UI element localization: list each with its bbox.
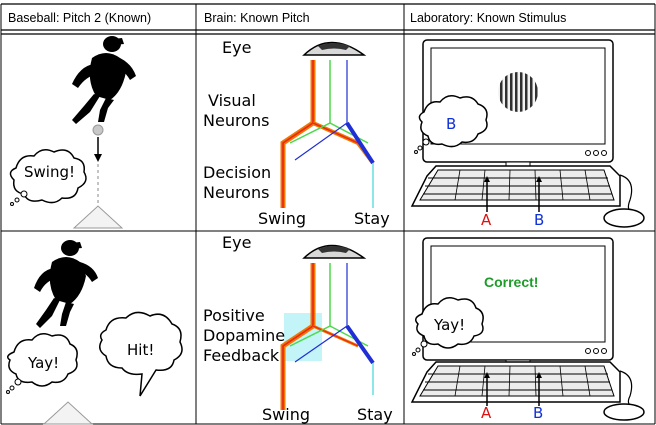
lab-computer-row1: A B B <box>410 39 645 229</box>
screen-text-correct: Correct! <box>484 274 538 290</box>
speech-bubble-hit: Hit! <box>99 311 183 397</box>
mouse-row2-icon <box>603 403 645 421</box>
key-label-b-row2: B <box>533 404 543 422</box>
label-positive: Positive <box>203 306 265 325</box>
thought-text-b: B <box>446 115 456 133</box>
thought-text-yay: Yay! <box>27 354 59 372</box>
key-label-b: B <box>534 211 544 229</box>
dopamine-feedback-box <box>284 313 322 361</box>
mouse-icon <box>603 208 645 228</box>
label-swing: Swing <box>258 209 306 228</box>
brain-diagram-row1: Eye Visual Neurons Decision Neurons Swin… <box>203 38 390 228</box>
brain-diagram-row2: Eye Positive Dopamine Feedback Swing Sta… <box>203 233 393 424</box>
label-eye-row2: Eye <box>222 233 251 252</box>
key-label-a-row2: A <box>481 404 492 422</box>
header-laboratory: Laboratory: Known Stimulus <box>410 11 566 25</box>
thought-bubble-b <box>418 95 488 148</box>
label-eye: Eye <box>222 38 251 57</box>
baseball-icon <box>92 124 104 136</box>
label-stay-row2: Stay <box>357 405 393 424</box>
grating-stimulus-icon <box>498 72 538 112</box>
header-baseball: Baseball: Pitch 2 (Known) <box>8 11 151 25</box>
pitch-arrowhead-icon <box>94 154 102 162</box>
pitcher-silhouette-row2-icon <box>34 240 98 328</box>
thought-bubble-swing: Swing! <box>9 149 87 206</box>
label-decision: Decision <box>203 163 271 182</box>
label-decision-neurons: Neurons <box>203 183 269 202</box>
thought-bubble-yay: Yay! <box>6 333 78 394</box>
table-grid <box>0 3 656 425</box>
thought-text-yay-lab: Yay! <box>433 316 465 334</box>
thought-text-swing: Swing! <box>24 163 75 181</box>
label-dopamine: Dopamine <box>203 326 285 345</box>
header-brain: Brain: Known Pitch <box>204 11 310 25</box>
lab-computer-row2: Correct! A B Yay! <box>410 237 645 422</box>
pitcher-silhouette-icon <box>72 36 136 124</box>
key-label-a: A <box>481 211 492 229</box>
label-feedback: Feedback <box>203 346 280 365</box>
label-visual: Visual <box>208 91 256 110</box>
home-plate-icon <box>72 205 124 229</box>
home-plate-row2-icon <box>42 401 94 425</box>
label-neurons: Neurons <box>203 111 269 130</box>
thought-bubble-yay-lab <box>415 297 484 349</box>
label-stay: Stay <box>354 209 390 228</box>
speech-text-hit: Hit! <box>127 341 154 359</box>
label-swing-row2: Swing <box>262 405 310 424</box>
